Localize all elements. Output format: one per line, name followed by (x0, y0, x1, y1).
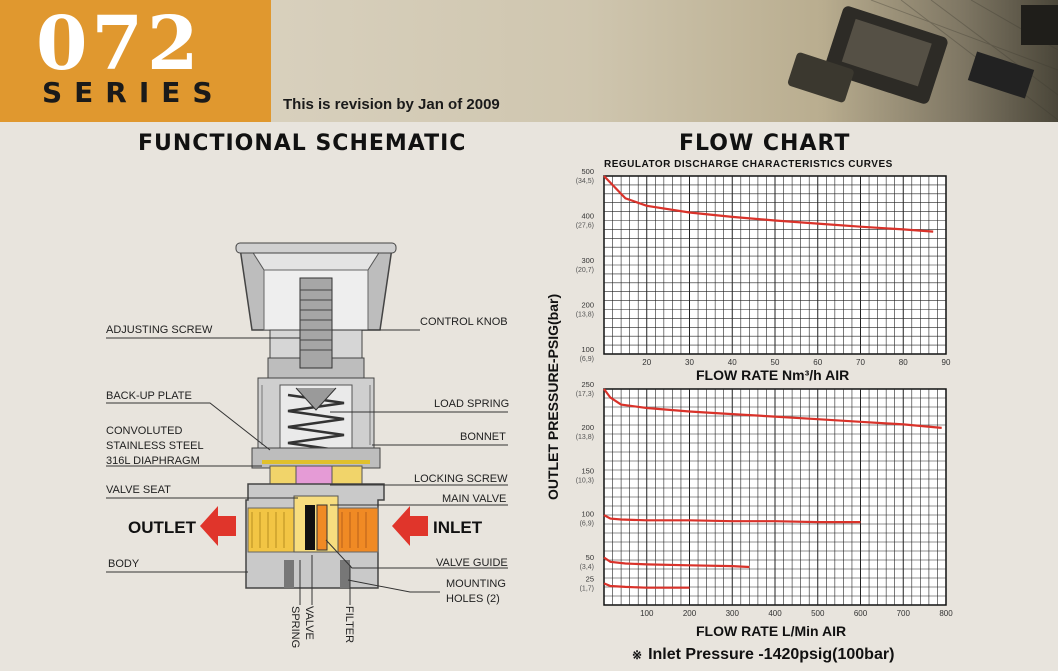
chart-2-y-tick-label: 25 (586, 574, 594, 583)
label-diaphragm-line1: CONVOLUTED (106, 425, 183, 437)
chart-2-x-tick-label: 700 (897, 609, 911, 618)
chart-1-x-tick-label: 80 (899, 358, 908, 367)
chart-2-y-tick-label: 50 (586, 553, 594, 562)
flow-chart-subtitle: REGULATOR DISCHARGE CHARACTERISTICS CURV… (604, 159, 893, 170)
label-adjusting-screw: ADJUSTING SCREW (106, 324, 213, 336)
chart-2-y-tick-label-bar: (1,7) (580, 585, 594, 592)
inlet-arrow (392, 506, 428, 546)
circuit-board-image (787, 0, 1058, 121)
header-banner: 072 SERIES This is revision by Jan of 20… (0, 0, 1058, 122)
label-outlet: OUTLET (128, 518, 196, 537)
chart-2-y-tick-label-bar: (6,9) (580, 521, 594, 528)
flow-chart-xlabel-top: FLOW RATE Nm³/h AIR (696, 367, 850, 383)
chart-1-x-tick-label: 60 (813, 358, 822, 367)
series-word: SERIES (42, 76, 225, 109)
chart-1-y-tick-label: 300 (581, 256, 594, 265)
chart-2-series-line-4 (603, 582, 690, 589)
chart-1-x-tick-label: 90 (942, 358, 951, 367)
label-mounting-holes-line2: HOLES (2) (446, 593, 500, 605)
chart-1-y-tick-label-bar: (6,9) (580, 356, 594, 363)
chart-2-y-tick-label: 100 (581, 510, 594, 519)
series-badge (0, 0, 271, 122)
inlet-pressure-note: ※ Inlet Pressure -1420psig(100bar) (632, 646, 894, 664)
chart-1-x-tick-label: 50 (771, 358, 780, 367)
revision-note: This is revision by Jan of 2009 (283, 96, 500, 113)
chart-1-y-tick-label-bar: (34,5) (576, 178, 594, 185)
chart-2-y-tick-label: 150 (581, 466, 594, 475)
chart-2-x-tick-label: 400 (768, 609, 782, 618)
circuit-board-photo (271, 0, 1058, 122)
series-number: 072 (36, 1, 203, 87)
label-bonnet: BONNET (460, 431, 506, 443)
chart-2-series-line-2 (603, 514, 861, 524)
chart-2-x-tick-label: 200 (683, 609, 697, 618)
chart-2-y-tick-label-bar: (3,4) (580, 564, 594, 571)
chart-1-y-tick-label-bar: (13,8) (576, 312, 594, 319)
chart-2-x-tick-label: 800 (939, 609, 953, 618)
chart-1-y-tick-label: 200 (581, 301, 594, 310)
label-diaphragm-line3: 316L DIAPHRAGM (106, 455, 200, 467)
label-backup-plate: BACK-UP PLATE (106, 390, 192, 402)
label-load-spring: LOAD SPRING (434, 398, 510, 410)
chart-2-series-line-3 (603, 556, 750, 569)
outlet-arrow (200, 506, 236, 546)
chart-2-x-tick-label: 600 (854, 609, 868, 618)
regulator-schematic-drawing (106, 242, 508, 605)
label-main-valve: MAIN VALVE (442, 493, 507, 505)
chart-1-series-line-1 (603, 175, 934, 233)
chart-1-y-tick-label: 400 (581, 212, 594, 221)
flow-chart-xlabel-bottom: FLOW RATE L/Min AIR (696, 623, 847, 639)
chart-1-x-tick-label: 40 (728, 358, 737, 367)
label-body: BODY (108, 558, 140, 570)
label-control-knob: CONTROL KNOB (420, 316, 508, 328)
chart-1-y-tick-label: 100 (581, 345, 594, 354)
chart-1-x-tick-label: 70 (856, 358, 865, 367)
chart-1-x-tick-label: 30 (685, 358, 694, 367)
flow-chart-title: FLOW CHART (679, 131, 851, 156)
label-locking-screw: LOCKING SCREW (414, 473, 508, 485)
label-diaphragm-line2: STAINLESS STEEL (106, 440, 204, 452)
chart-2-x-tick-label: 100 (640, 609, 654, 618)
schematic-title: FUNCTIONAL SCHEMATIC (138, 131, 467, 156)
chart-2-y-tick-label-bar: (13,8) (576, 434, 594, 441)
chart-2-y-tick-label: 200 (581, 423, 594, 432)
note-mark: ※ (632, 648, 643, 662)
chart-1-x-tick-label: 20 (642, 358, 651, 367)
label-mounting-holes-line1: MOUNTING (446, 578, 506, 590)
note-text: Inlet Pressure -1420psig(100bar) (648, 646, 895, 663)
chart-2-y-tick-label-bar: (17,3) (576, 391, 594, 398)
chart-2-series-line-1 (603, 388, 942, 429)
label-valve-seat: VALVE SEAT (106, 484, 171, 496)
chart-1-y-tick-label-bar: (27,6) (576, 223, 594, 230)
chart-2-x-tick-label: 300 (726, 609, 740, 618)
chart-2-x-tick-label: 500 (811, 609, 825, 618)
chart-1-y-tick-label: 500 (581, 167, 594, 176)
chart-2-y-tick-label: 250 (581, 380, 594, 389)
label-inlet: INLET (433, 518, 483, 537)
chart-2-y-tick-label-bar: (10,3) (576, 477, 594, 484)
chart-1-y-tick-label-bar: (20,7) (576, 267, 594, 274)
label-valve-guide: VALVE GUIDE (436, 557, 508, 569)
